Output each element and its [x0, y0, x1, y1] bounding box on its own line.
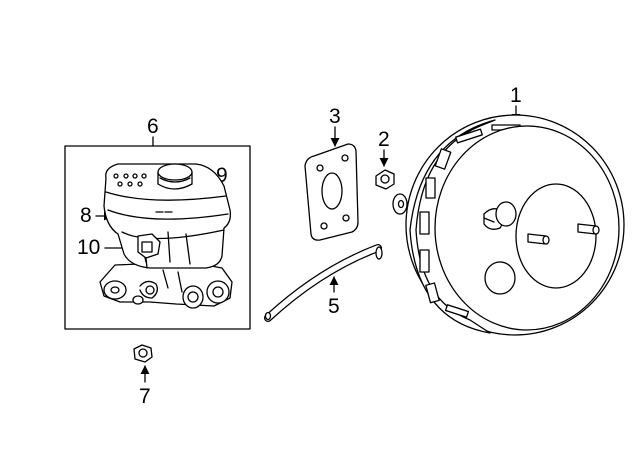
mounting-nut[interactable]: [133, 344, 153, 363]
callout-3[interactable]: 3: [329, 105, 341, 147]
booster-gasket[interactable]: [304, 143, 359, 241]
assembly-frame: [64, 145, 251, 330]
callout-9-label: 9: [216, 164, 228, 187]
callout-2-label: 2: [378, 128, 390, 151]
callout-7-label: 7: [139, 385, 151, 408]
rim-slots: [419, 124, 521, 318]
callout-10-label: 10: [77, 236, 100, 259]
fluid-level-sensor: [137, 233, 161, 269]
callout-2[interactable]: 2: [378, 128, 390, 167]
callout-6-label: 6: [147, 115, 159, 138]
callout-6[interactable]: 6: [147, 115, 159, 147]
callout-5-label: 5: [328, 295, 340, 318]
callout-8-label: 8: [80, 204, 92, 227]
reservoir-cap: [157, 163, 193, 190]
callout-3-label: 3: [329, 105, 341, 128]
mounting-studs: [527, 223, 600, 245]
callout-7[interactable]: 7: [139, 365, 151, 408]
check-valve: [483, 201, 517, 230]
vacuum-hose[interactable]: [264, 244, 383, 322]
master-cylinder-body: [99, 261, 233, 309]
reservoir: [103, 163, 232, 269]
callout-5[interactable]: 5: [328, 276, 340, 318]
lower-boss: [484, 261, 516, 295]
master-cylinder-assembly[interactable]: [64, 145, 251, 330]
booster-nut[interactable]: [375, 169, 395, 190]
booster-face: [434, 125, 620, 331]
washer[interactable]: [392, 193, 408, 215]
brake-booster[interactable]: [405, 114, 625, 336]
mounting-plate: [515, 183, 597, 289]
callout-1-label: 1: [510, 84, 522, 107]
